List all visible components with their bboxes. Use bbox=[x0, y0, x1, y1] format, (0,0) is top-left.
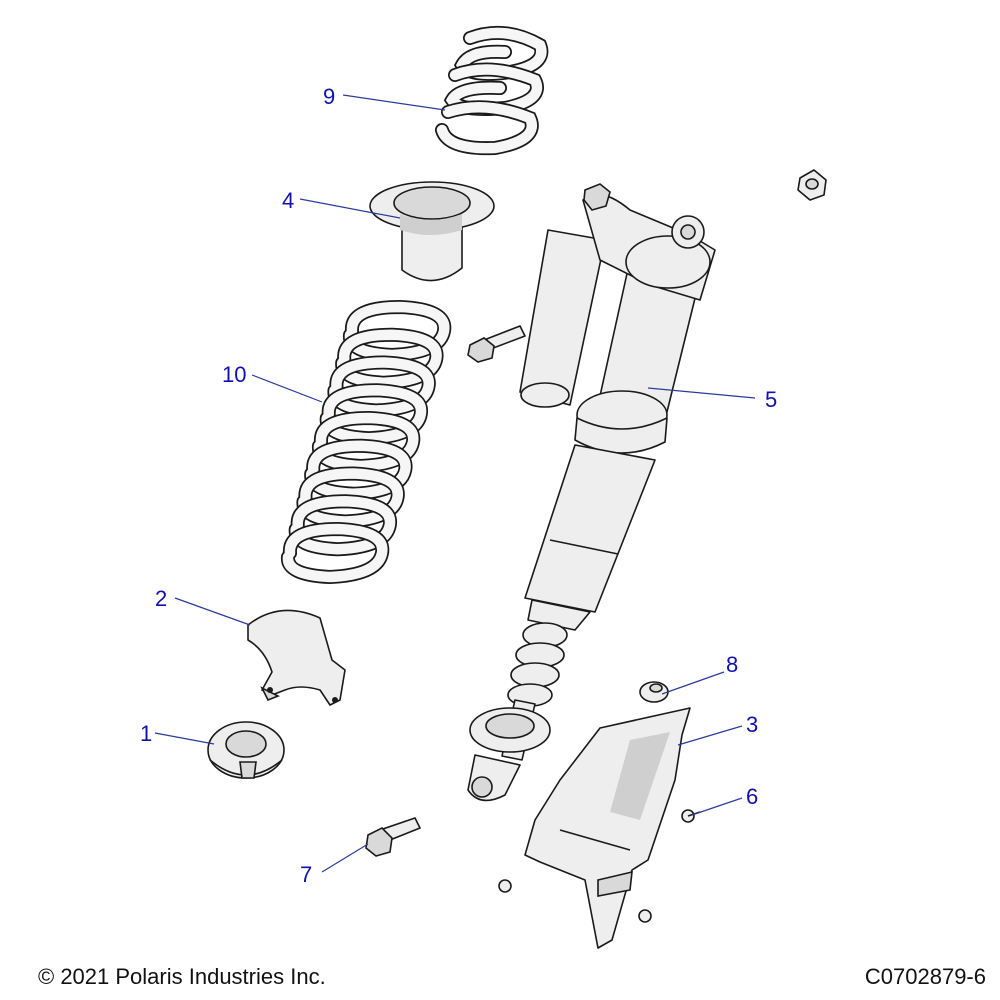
spring-spacer bbox=[369, 181, 495, 282]
callout-8: 8 bbox=[726, 652, 738, 677]
top-nut bbox=[797, 169, 827, 201]
leader-9 bbox=[342, 94, 446, 111]
coil-turn bbox=[344, 301, 450, 361]
bump-stop bbox=[507, 622, 568, 707]
leader-3 bbox=[677, 725, 743, 746]
leader-7 bbox=[321, 843, 369, 873]
screw-lower-left bbox=[498, 879, 512, 893]
leader-lines bbox=[154, 94, 756, 873]
leader-8 bbox=[661, 671, 725, 695]
leader-2 bbox=[174, 597, 251, 626]
upper-spring bbox=[435, 25, 549, 156]
callout-2: 2 bbox=[155, 586, 167, 611]
screw-lower-right bbox=[638, 909, 652, 923]
callout-9: 9 bbox=[323, 84, 335, 109]
callout-7: 7 bbox=[300, 862, 312, 887]
callout-6: 6 bbox=[746, 784, 758, 809]
callout-1: 1 bbox=[140, 721, 152, 746]
callout-3: 3 bbox=[746, 712, 758, 737]
callout-4: 4 bbox=[282, 188, 294, 213]
nut-8 bbox=[639, 681, 669, 703]
coil-turn bbox=[337, 329, 442, 389]
copyright-notice: © 2021 Polaris Industries Inc. bbox=[38, 964, 326, 989]
mounting-bolt bbox=[365, 817, 421, 857]
coil-turn bbox=[298, 468, 403, 527]
leader-5 bbox=[647, 387, 756, 399]
shock-guard bbox=[524, 707, 691, 949]
upper-mount-bolt bbox=[467, 325, 526, 363]
leader-10 bbox=[251, 374, 323, 403]
leader-6 bbox=[691, 797, 743, 816]
coil-turn bbox=[329, 357, 434, 416]
leader-1 bbox=[154, 732, 215, 745]
coil-turn bbox=[306, 440, 411, 500]
drawing-number: C0702879-6 bbox=[864, 964, 986, 989]
screw-6 bbox=[681, 809, 701, 823]
leader-4 bbox=[299, 198, 401, 219]
main-coil-spring bbox=[281, 299, 452, 585]
coil-turn bbox=[290, 495, 396, 555]
callout-5: 5 bbox=[765, 387, 777, 412]
lower-spring-seat bbox=[207, 721, 285, 779]
shock-absorber bbox=[467, 183, 716, 802]
coil-turn bbox=[321, 384, 427, 444]
callouts: 9 4 10 5 2 8 3 1 6 7 bbox=[140, 84, 777, 887]
coil-turn bbox=[282, 523, 388, 583]
spring-retainer-clip bbox=[247, 609, 346, 706]
callout-10: 10 bbox=[222, 362, 246, 387]
coil-turn bbox=[313, 412, 419, 472]
